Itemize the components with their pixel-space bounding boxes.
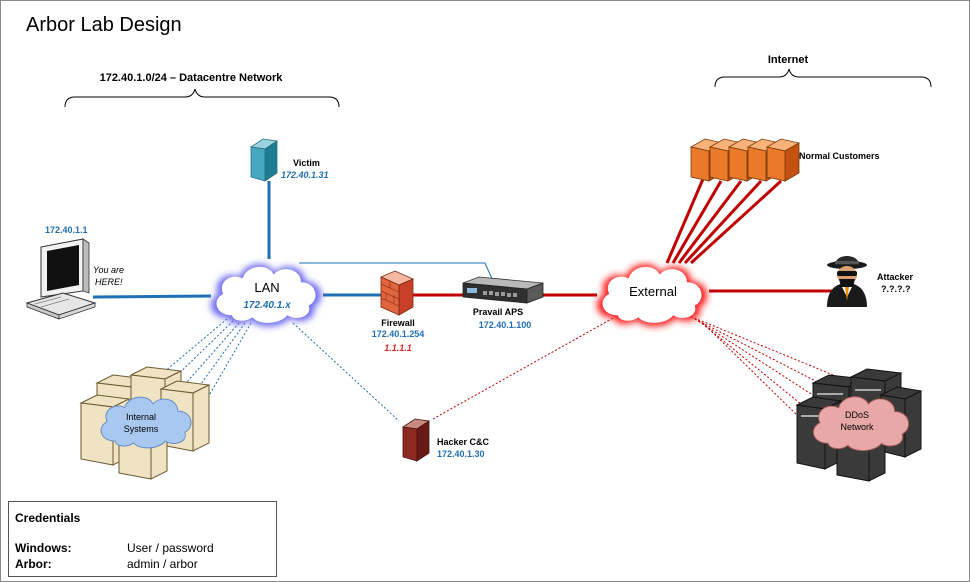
internal-label-line2: Systems bbox=[124, 424, 159, 434]
attacker-label: Attacker bbox=[877, 272, 914, 282]
diagram-title: Arbor Lab Design bbox=[26, 14, 182, 36]
attacker-icon bbox=[827, 256, 867, 307]
link-lan-hacker bbox=[292, 322, 400, 422]
victim-label: Victim bbox=[293, 158, 320, 168]
external-label: External bbox=[629, 284, 677, 299]
link-pc-lan bbox=[92, 294, 212, 299]
aps-label: Pravail APS bbox=[473, 307, 523, 317]
computer-icon bbox=[25, 238, 97, 320]
internet-brace bbox=[714, 68, 932, 88]
firewall-ip: 172.40.1.254 bbox=[372, 329, 425, 339]
ddos-network-icon bbox=[795, 368, 923, 482]
firewall-ext-ip: 1.1.1.1 bbox=[384, 343, 412, 353]
link-hacker-external bbox=[432, 316, 616, 420]
appliance-icon bbox=[462, 276, 544, 304]
hacker-ip: 172.40.1.30 bbox=[437, 449, 485, 459]
datacentre-brace bbox=[64, 88, 340, 108]
internal-systems-icon bbox=[79, 366, 211, 480]
pc-note-line2: HERE! bbox=[95, 277, 123, 287]
firewall-icon bbox=[380, 270, 414, 316]
customer-servers-icon bbox=[689, 138, 801, 182]
pc-ip: 172.40.1.1 bbox=[45, 225, 88, 235]
aps-ip: 172.40.1.100 bbox=[479, 320, 532, 330]
credentials-key-arbor: Arbor: bbox=[15, 557, 52, 571]
pc-note-line1: You are bbox=[93, 265, 124, 275]
links-external-customers bbox=[665, 178, 783, 265]
lan-ip: 172.40.1.x bbox=[243, 300, 291, 311]
lan-label: LAN bbox=[254, 280, 279, 295]
victim-server-icon bbox=[249, 138, 279, 182]
hacker-server-icon bbox=[401, 418, 431, 462]
internal-label-line1: Internal bbox=[126, 412, 156, 422]
ddos-label-line1: DDoS bbox=[845, 410, 869, 420]
links-lan-internal bbox=[150, 318, 252, 400]
credentials-box: Credentials Windows: User / password Arb… bbox=[8, 501, 277, 577]
credentials-title: Credentials bbox=[15, 511, 81, 525]
customers-label: Normal Customers bbox=[799, 151, 880, 161]
hacker-label: Hacker C&C bbox=[437, 437, 490, 447]
links-external-ddos bbox=[686, 314, 844, 420]
ddos-label-line2: Network bbox=[840, 422, 874, 432]
internet-label: Internet bbox=[768, 54, 809, 66]
credentials-value-arbor: admin / arbor bbox=[127, 557, 198, 571]
lan-cloud bbox=[210, 264, 322, 327]
credentials-value-windows: User / password bbox=[127, 541, 214, 555]
victim-ip: 172.40.1.31 bbox=[281, 170, 329, 180]
credentials-key-windows: Windows: bbox=[15, 541, 72, 555]
datacentre-label: 172.40.1.0/24 – Datacentre Network bbox=[100, 72, 284, 84]
link-lan-aps bbox=[299, 262, 494, 282]
attacker-ip: ?.?.?.? bbox=[881, 284, 911, 294]
firewall-label: Firewall bbox=[381, 318, 415, 328]
